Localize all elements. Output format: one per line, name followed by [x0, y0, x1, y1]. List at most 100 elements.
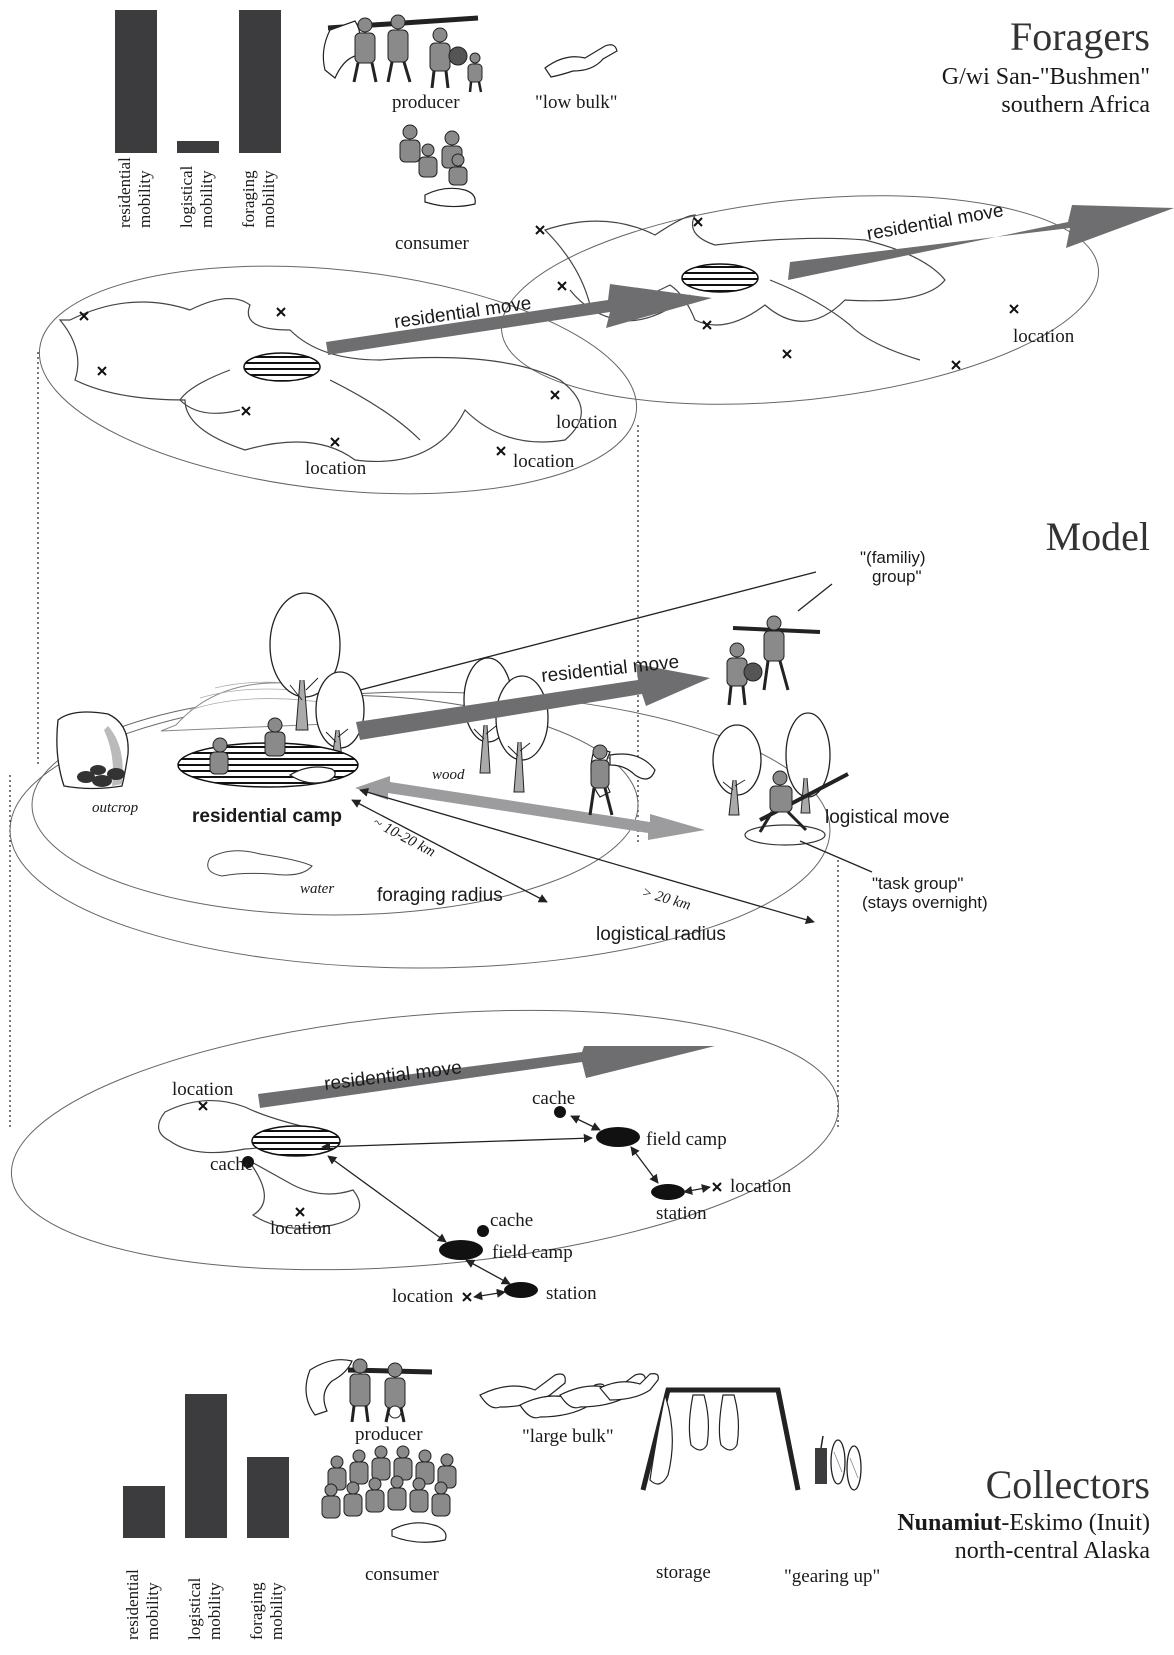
collectors-bar-label-logistical-1: logistical — [185, 1577, 204, 1640]
bottom-field-camp-right-label: field camp — [646, 1129, 727, 1150]
wood-label: wood — [432, 767, 465, 783]
top-left-location-label-2: location — [513, 451, 575, 472]
field-camp-right — [596, 1127, 640, 1147]
bottom-location-right-label: location — [730, 1176, 792, 1197]
collectors-title: Collectors — [986, 1462, 1150, 1507]
foragers-bar-label-foraging-2: mobility — [259, 170, 278, 228]
foragers-producer-label: producer — [392, 92, 460, 113]
gearing-up-label: "gearing up" — [784, 1566, 880, 1587]
forager-camp-left — [244, 353, 320, 381]
tree-icon-4 — [496, 676, 548, 792]
bottom-station-center-label: station — [546, 1283, 597, 1304]
location-marker-bottom-lower — [296, 1208, 304, 1216]
collectors-bar-foraging — [247, 1457, 289, 1538]
cache-marker-center — [477, 1225, 489, 1237]
distance-long-label: > 20 km — [640, 884, 693, 913]
bottom-location-center-label: location — [392, 1286, 454, 1307]
bottom-field-camp-center-label: field camp — [492, 1242, 573, 1263]
foragers-bar-label-residential-2: mobility — [135, 170, 154, 228]
bottom-cache-left-label: cache — [210, 1154, 253, 1175]
top-plane-left: location location location residential m… — [28, 239, 712, 521]
location-marker-bottom-top — [199, 1102, 207, 1110]
task-group-label-1: "task group" — [872, 874, 963, 893]
collectors-bulk-label: "large bulk" — [522, 1426, 614, 1447]
foragers-subtitle-line1: G/wi San-"Bushmen" — [942, 64, 1150, 90]
collectors-bar-label-logistical-2: mobility — [205, 1582, 224, 1640]
producer-figure-3 — [430, 28, 467, 88]
top-right-residential-move-label: residential move — [865, 200, 1005, 245]
foragers-bar-foraging — [239, 10, 281, 153]
foragers-subtitle-line2: southern Africa — [1001, 92, 1150, 118]
foragers-bar-residential — [115, 10, 157, 153]
storage-label: storage — [656, 1562, 711, 1583]
bottom-location-lower-label: location — [270, 1218, 332, 1239]
producer-figure-child — [468, 53, 482, 92]
location-marker-right — [713, 1183, 721, 1191]
collectors-bulk: "large bulk" — [480, 1374, 658, 1447]
collector-base-camp — [252, 1126, 340, 1156]
foragers-title: Foragers — [1010, 14, 1150, 59]
outcrop-label: outcrop — [92, 800, 139, 816]
caribou-carcass-icon — [306, 1360, 352, 1415]
foragers-bulk: "low bulk" — [535, 45, 618, 113]
foragers-bar-label-logistical-1: logistical — [177, 165, 196, 228]
bottom-cache-center-label: cache — [490, 1210, 533, 1231]
storage-rack-icon — [643, 1390, 798, 1490]
distance-short-label: ~ 10-20 km — [370, 814, 438, 860]
family-group-label-2: group" — [872, 567, 922, 586]
collectors-subtitle-bold: Nunamiut — [897, 1510, 1001, 1536]
collectors-subtitle-rest: -Eskimo (Inuit) — [1001, 1510, 1150, 1536]
collectors-consumer-figures: consumer — [322, 1446, 456, 1585]
top-left-location-label-3: location — [305, 458, 367, 479]
family-group-label-1: "(familiy) — [860, 548, 926, 567]
residential-camp-label: residential camp — [192, 806, 342, 827]
tree-icon-5 — [713, 725, 761, 815]
tree-icon-2 — [316, 672, 364, 760]
location-marker-center — [463, 1293, 471, 1301]
station-right — [651, 1184, 685, 1200]
water-icon — [208, 851, 312, 876]
model-title: Model — [1046, 514, 1150, 559]
field-camp-center — [439, 1240, 483, 1260]
bottom-residential-move-label: residential move — [323, 1057, 463, 1095]
collectors-bar-label-residential-1: residential — [123, 1569, 142, 1640]
collectors-consumer-label: consumer — [365, 1564, 440, 1585]
bottom-plane: residential move location cache location… — [1, 979, 850, 1307]
top-plane-right: location residential move — [491, 169, 1174, 431]
foraging-radius-label: foraging radius — [377, 885, 503, 906]
large-game-carcasses-icon — [480, 1374, 658, 1418]
collectors-bar-logistical — [185, 1394, 227, 1538]
collectors-bar-residential — [123, 1486, 165, 1538]
logistical-move-label: logistical move — [825, 807, 950, 828]
bottom-location-top-label: location — [172, 1079, 234, 1100]
foragers-bar-label-residential-1: residential — [115, 157, 134, 228]
plane-connectors — [10, 352, 838, 1130]
collectors-bar-label-residential-2: mobility — [143, 1582, 162, 1640]
collectors-subtitle-line2: north-central Alaska — [955, 1538, 1151, 1564]
tree-icon-6 — [786, 713, 830, 813]
forager-camp-right — [682, 264, 758, 292]
foragers-consumer-label: consumer — [395, 233, 470, 254]
collectors-producer-figures: producer — [306, 1359, 432, 1445]
collectors-producer-label: producer — [355, 1424, 423, 1445]
large-consumer-group-icon — [322, 1446, 456, 1542]
foragers-bar-label-foraging-1: foraging — [239, 170, 258, 228]
foragers-consumer-figures: consumer — [395, 125, 475, 254]
bottom-station-right-label: station — [656, 1203, 707, 1224]
foragers-producer-figures: producer — [323, 15, 482, 113]
top-right-location-label: location — [1013, 326, 1075, 347]
collectors-subtitle-line1: Nunamiut-Eskimo (Inuit) — [897, 1510, 1150, 1536]
wood-gatherer-figure — [590, 745, 655, 815]
family-group-figures — [727, 616, 820, 705]
foragers-bar-label-logistical-2: mobility — [197, 170, 216, 228]
foragers-bulk-label: "low bulk" — [535, 92, 618, 113]
small-game-icon — [545, 45, 617, 77]
task-group-label-2: (stays overnight) — [862, 893, 988, 912]
collectors-bar-label-foraging-1: foraging — [247, 1582, 266, 1640]
gearing-up-icon — [815, 1436, 861, 1490]
top-left-location-label-1: location — [556, 412, 618, 433]
consumer-group-icon — [400, 125, 475, 207]
collectors-bar-label-foraging-2: mobility — [267, 1582, 286, 1640]
